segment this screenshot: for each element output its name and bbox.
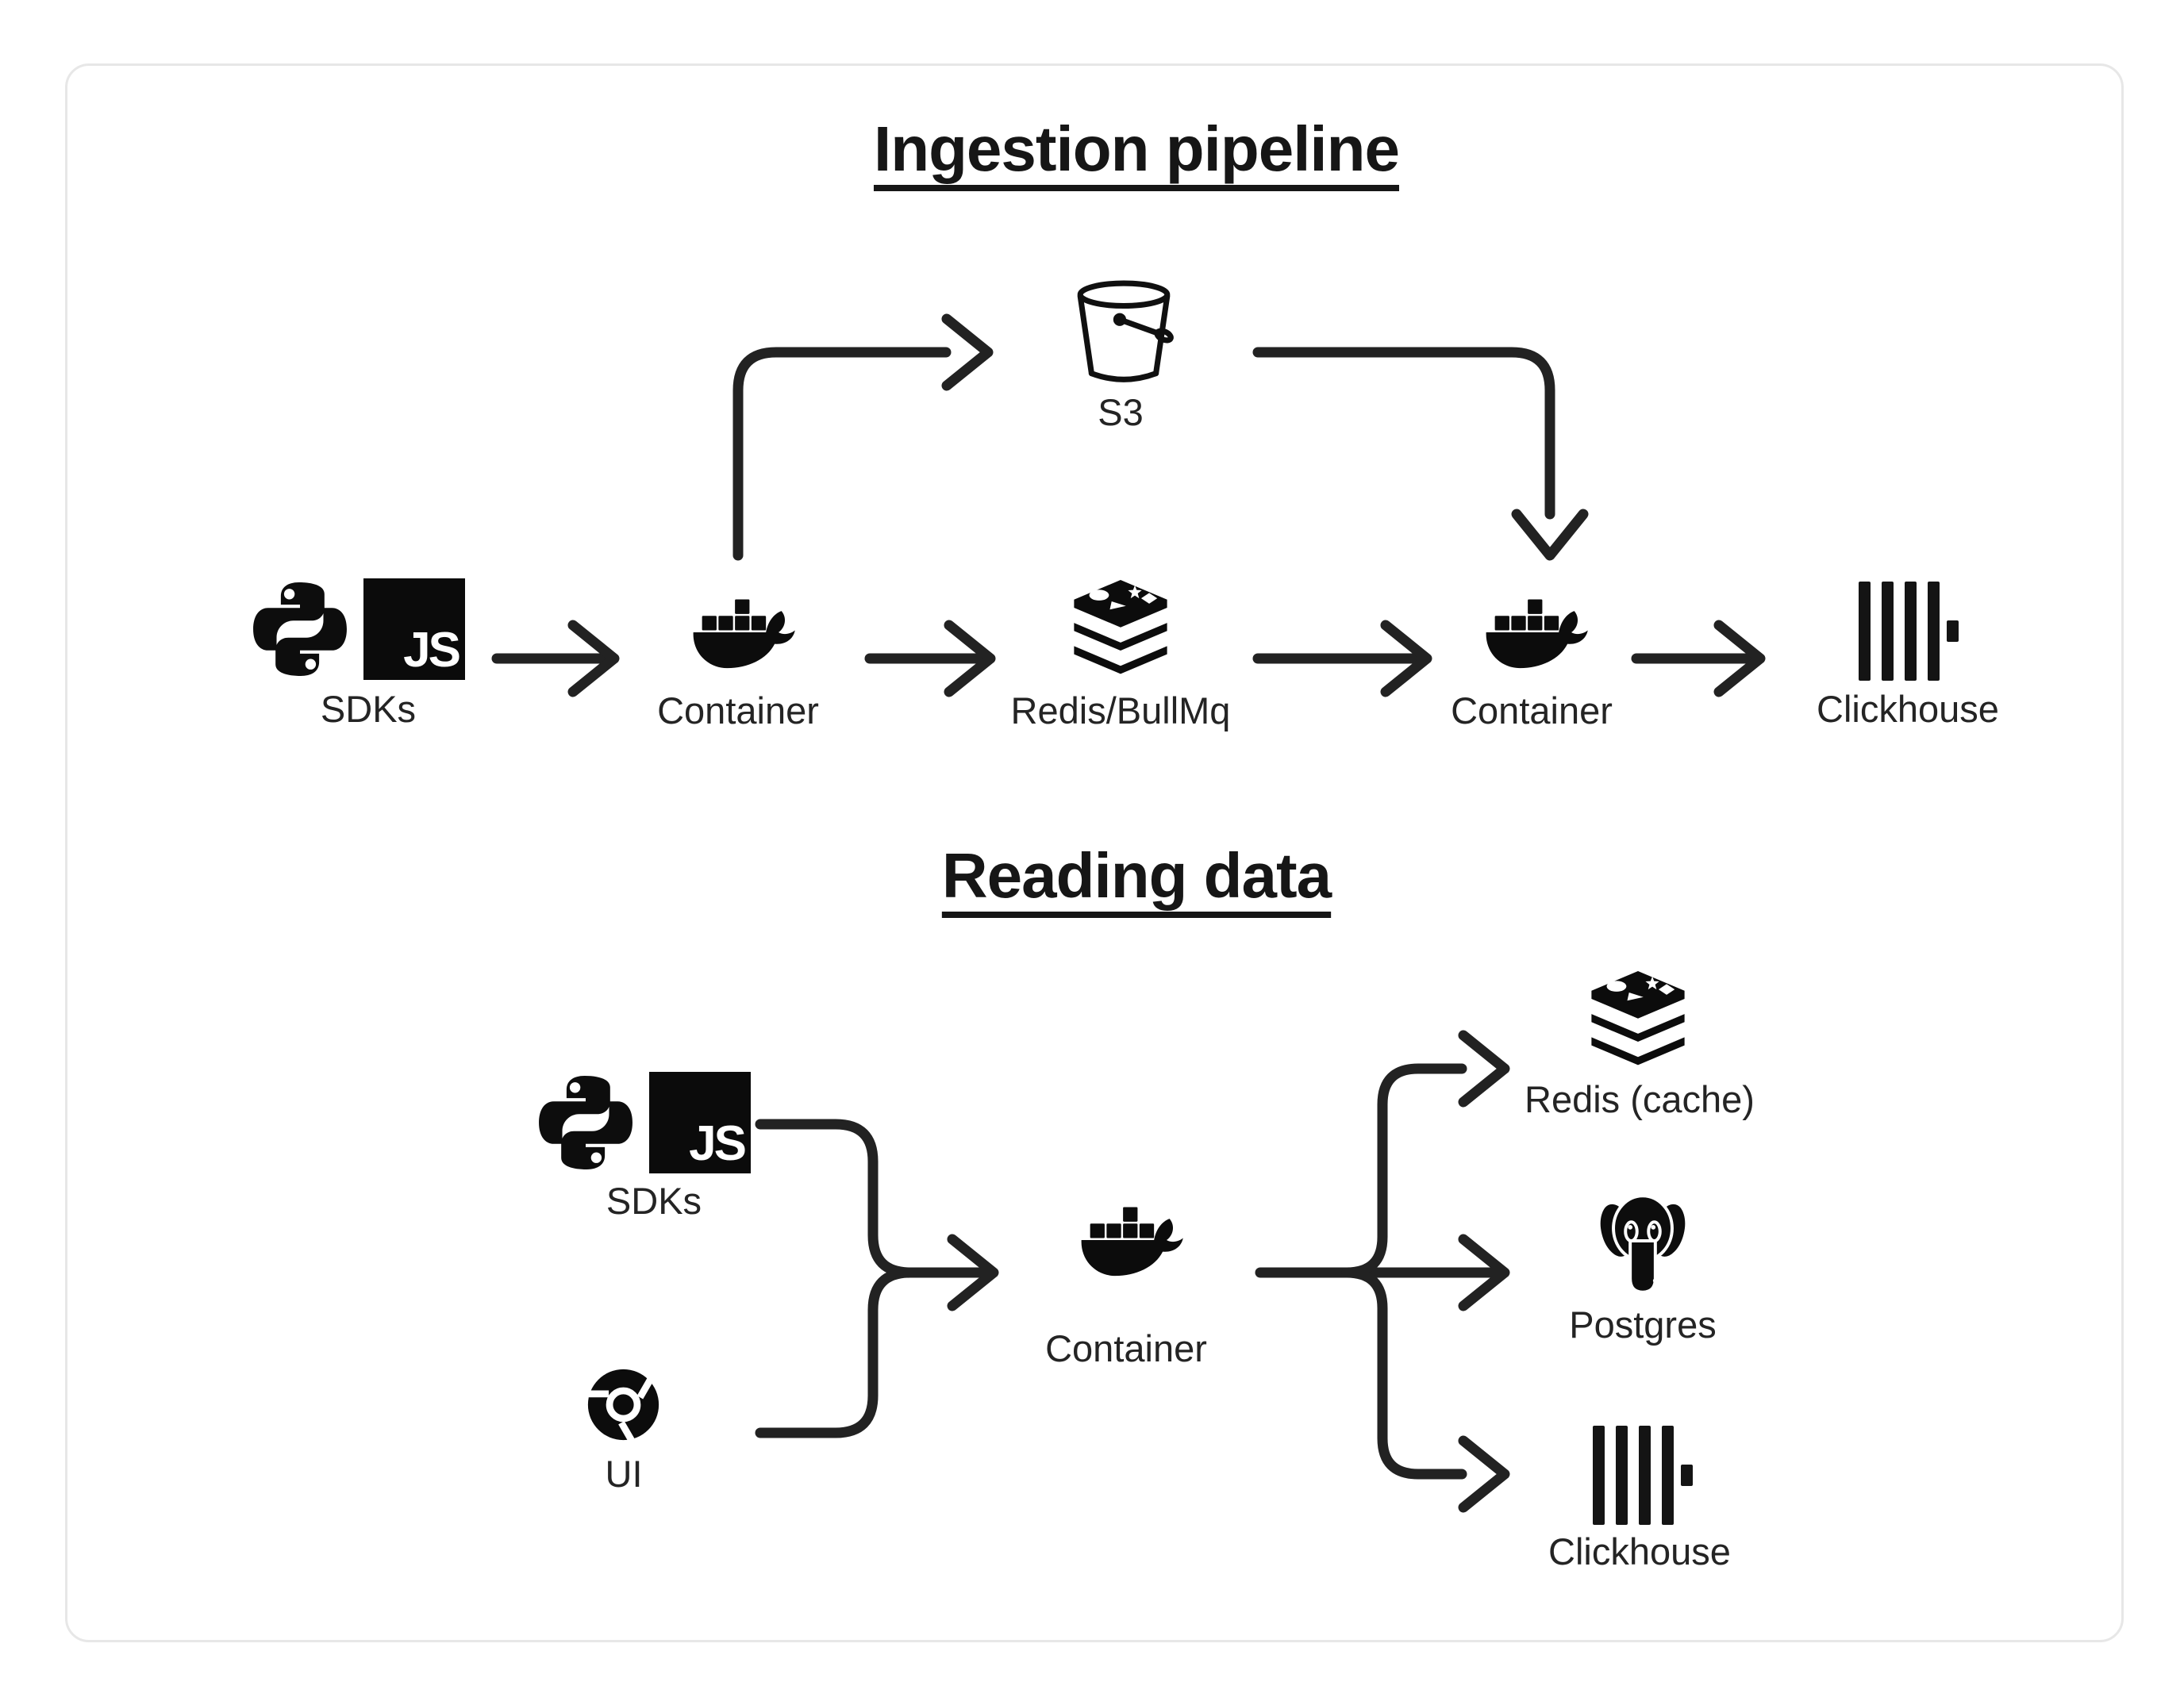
ingestion-container1-label: Container — [657, 689, 819, 731]
reading-sdks-label: SDKs — [606, 1180, 702, 1222]
chrome-icon — [585, 1366, 662, 1443]
redis-icon — [1065, 580, 1176, 678]
ingestion-clickhouse-label: Clickhouse — [1817, 688, 1999, 730]
edge-merge-to-container-head — [947, 1234, 999, 1311]
edge-container-to-redis-head — [1458, 1030, 1510, 1108]
edge-queue-to-container-head — [1380, 620, 1432, 697]
postgres-label: Postgres — [1569, 1304, 1717, 1346]
javascript-icon: JS — [649, 1072, 751, 1173]
javascript-icon: JS — [363, 578, 465, 680]
queue-label: Redis/BullMq — [1010, 689, 1231, 731]
clickhouse-icon — [1593, 1426, 1694, 1525]
edge-s3-to-container — [1252, 347, 1555, 520]
ingestion-container2-label: Container — [1451, 689, 1613, 731]
reading-clickhouse-label: Clickhouse — [1548, 1530, 1731, 1572]
edge-s3-to-container-head — [1511, 509, 1589, 561]
edge-container-to-s3 — [732, 347, 952, 561]
redis-icon — [1582, 971, 1694, 1069]
edge-container-to-clickhouse-head — [1713, 620, 1766, 697]
reading-container-label: Container — [1045, 1327, 1207, 1369]
edge-sdks-merge — [755, 1119, 916, 1278]
edge-container-to-postgres-head — [1458, 1234, 1510, 1311]
postgres-icon — [1590, 1188, 1695, 1300]
edge-container-to-clickhouse2-head — [1458, 1435, 1510, 1513]
edge-container-to-s3-head — [941, 313, 994, 391]
python-icon — [247, 576, 353, 682]
ui-label: UI — [605, 1453, 643, 1495]
redis-cache-label: Redis (cache) — [1525, 1078, 1755, 1120]
javascript-icon-text: JS — [689, 1116, 747, 1171]
diagram-card — [65, 63, 2124, 1642]
edge-container-to-clickhouse2 — [1341, 1267, 1467, 1480]
ingestion-title: Ingestion pipeline — [873, 113, 1400, 184]
edge-ui-merge — [755, 1267, 916, 1438]
python-icon — [533, 1069, 639, 1176]
javascript-icon-text: JS — [403, 623, 461, 678]
edge-container-to-queue-head — [944, 620, 996, 697]
docker-icon — [1067, 1192, 1186, 1288]
docker-icon — [679, 584, 798, 681]
edge-sdks-to-container-head — [567, 620, 620, 697]
edge-container-to-redis — [1341, 1063, 1467, 1278]
reading-title: Reading data — [941, 840, 1332, 911]
s3-bucket-icon — [1071, 278, 1176, 390]
ingestion-sdks-label: SDKs — [320, 688, 417, 730]
docker-icon — [1472, 584, 1591, 681]
clickhouse-icon — [1859, 582, 1959, 681]
s3-label: S3 — [1098, 391, 1144, 433]
